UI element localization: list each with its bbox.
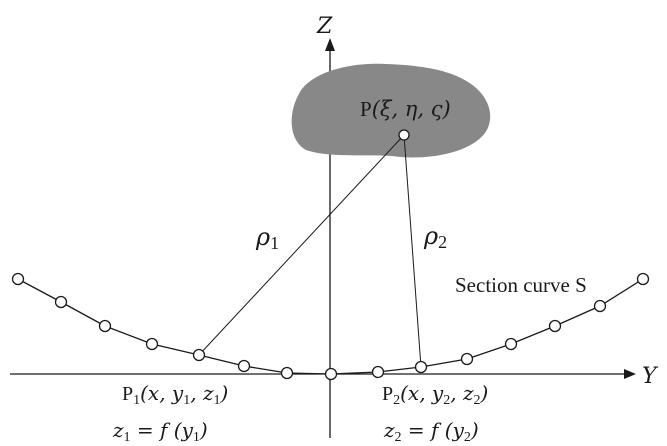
curve-node: [371, 365, 385, 379]
curve-node: [460, 352, 474, 366]
p1-coords-a: (x, y: [140, 381, 184, 405]
curve-node: [504, 337, 518, 351]
curve-node: [54, 295, 68, 309]
p2-coords-b: , z: [450, 381, 474, 405]
p2-coords-label: P2(x, y2, z2): [382, 381, 488, 408]
p2-name: P: [382, 383, 393, 405]
p1-eq-mid: = f (y: [131, 418, 194, 442]
p1-name: P: [122, 383, 133, 405]
source-point-coords: (ξ, η, ς): [372, 97, 451, 121]
rho2-symbol: ρ: [423, 222, 438, 250]
p2-name-sub: 2: [393, 393, 400, 408]
rho2-line: [403, 134, 422, 368]
p2-equation-label: z2 = f (y2): [383, 418, 479, 445]
p2-coords-sub-z: 2: [474, 393, 481, 408]
z-axis-label: Z: [316, 14, 333, 39]
rho2-label: ρ2: [423, 222, 447, 252]
curve-node-origin: [324, 367, 338, 381]
p1-eq-end: ): [199, 418, 208, 442]
p2-eq-sub: 2: [464, 430, 471, 445]
p1-coords-sub-z: 1: [214, 393, 221, 408]
p1-coords-sub-y: 1: [183, 393, 190, 408]
source-region-blob: [291, 63, 491, 158]
p1-eq-lhs: z: [112, 418, 124, 442]
rho1-symbol: ρ: [255, 223, 270, 251]
rho1-label: ρ1: [255, 223, 279, 253]
section-curve-label: Section curve S: [455, 273, 587, 297]
curve-node: [237, 359, 251, 373]
curve-node: [145, 337, 159, 351]
curve-node-p1: [192, 348, 206, 362]
p1-eq-sub: 1: [193, 430, 200, 445]
curve-node-p2: [414, 360, 428, 374]
curve-node: [280, 366, 294, 380]
curve-nodes: [11, 272, 650, 381]
p2-eq-lhs-sub: 2: [395, 430, 402, 445]
p1-name-sub: 1: [133, 393, 140, 408]
rho2-subscript: 2: [438, 232, 447, 252]
p2-coords-c: ): [480, 381, 489, 405]
p1-equation-label: z1 = f (y1): [112, 418, 208, 445]
p1-coords-c: ): [220, 381, 229, 405]
y-axis-label: Y: [642, 364, 659, 389]
p1-coords-b: , z: [190, 381, 214, 405]
rho1-line: [198, 134, 405, 356]
p2-coords-sub-y: 2: [443, 393, 450, 408]
curve-node: [636, 272, 650, 286]
p1-coords-label: P1(x, y1, z1): [122, 381, 228, 408]
z-axis-arrowhead: [325, 38, 335, 51]
p2-eq-lhs: z: [383, 418, 395, 442]
curve-node: [98, 319, 112, 333]
source-point-marker: [398, 129, 410, 141]
p2-coords-a: (x, y: [400, 381, 444, 405]
p2-eq-mid: = f (y: [402, 418, 465, 442]
curve-node: [548, 319, 562, 333]
p2-eq-end: ): [470, 418, 479, 442]
rho1-subscript: 1: [270, 233, 279, 253]
source-point-prefix: P: [360, 97, 372, 121]
y-axis-arrowhead: [624, 369, 636, 379]
curve-node: [593, 299, 607, 313]
curve-node: [11, 272, 25, 286]
p1-eq-lhs-sub: 1: [124, 430, 131, 445]
source-point-label: P(ξ, η, ς): [360, 97, 451, 121]
